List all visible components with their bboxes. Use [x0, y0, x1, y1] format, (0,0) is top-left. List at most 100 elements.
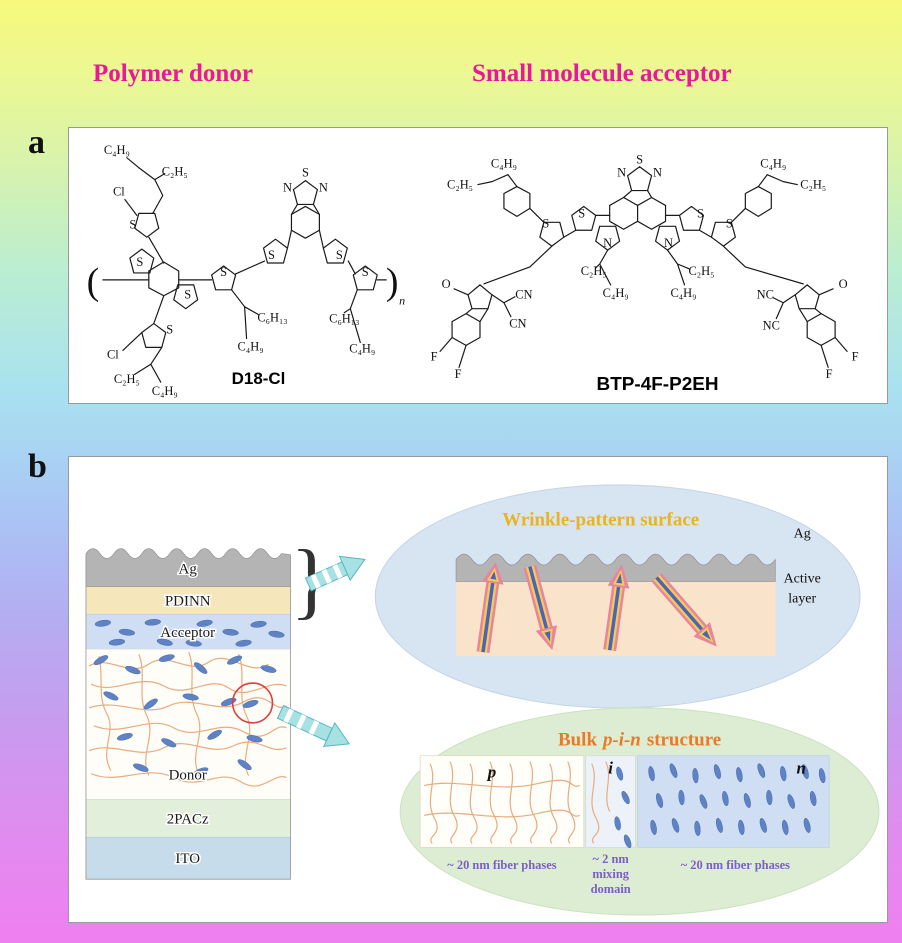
atom-label: S [268, 248, 275, 262]
highlight-circle [231, 682, 274, 724]
atom-label: C₆H₁₃ [257, 311, 287, 325]
header-polymer-donor: Polymer donor [93, 60, 253, 87]
atom-label: C₂H₅ [688, 264, 714, 278]
atom-label: O [839, 277, 848, 291]
layer-pdinn [85, 586, 291, 615]
transport-arrow-up-2 [603, 564, 630, 652]
caption-i-line2: mixing [592, 867, 629, 881]
atom-label: F [826, 367, 833, 381]
n-label: n [796, 759, 805, 778]
arrow-to-bulk [276, 704, 351, 747]
caption-i-line1: ~ 2 nm [593, 852, 630, 866]
atom-label: S [220, 265, 227, 279]
transport-arrow-up-1 [476, 562, 504, 654]
donor-molecules [93, 654, 277, 776]
transport-arrow-down-2 [651, 573, 717, 647]
atom-label: S [697, 206, 704, 220]
panel-a-label: a [28, 124, 45, 161]
layer-ito [85, 837, 291, 880]
atom-label: S [184, 288, 191, 302]
atom-label: O [442, 277, 451, 291]
btp4f-bonds [439, 174, 848, 368]
atom-label: S [129, 217, 136, 231]
wrinkle-ag-label: Ag [794, 527, 811, 542]
atom-label: F [852, 349, 859, 363]
atom-label: S [136, 255, 143, 269]
atom-label: N [603, 236, 612, 250]
device-svg: Wrinkle-pattern surface Ag Active layer [85, 484, 880, 916]
layer-donor [85, 648, 291, 800]
atom-label: NC [763, 319, 780, 333]
atom-label: C₄H₉ [603, 286, 629, 300]
header-small-molecule-acceptor: Small molecule acceptor [472, 60, 732, 87]
i-label: i [608, 759, 613, 778]
p-phase-panel [419, 755, 585, 848]
active-layer-label-line2: layer [788, 591, 816, 606]
layer-ag-label: Ag [179, 562, 198, 578]
panel-b-label: b [28, 448, 47, 485]
p-label: p [486, 763, 496, 782]
atom-label: N [617, 166, 626, 180]
layer-2pacz [85, 799, 291, 838]
caption-n-fiber-phases: ~ 20 nm fiber phases [681, 858, 790, 872]
atom-label: C₂H₅ [581, 264, 607, 278]
molecule-name-btp4f: BTP-4F-P2EH [597, 374, 719, 395]
atom-label: C₄H₉ [152, 384, 178, 398]
p-phase-fibers [423, 761, 580, 844]
atom-label: CN [509, 317, 526, 331]
wrinkle-ellipse-group: Wrinkle-pattern surface Ag Active layer [374, 484, 861, 709]
atom-label: S [578, 206, 585, 220]
atom-label: N [653, 166, 662, 180]
atom-label: C₆H₁₃ [329, 312, 359, 326]
molecule-btp4f: C₄H₉ C₂H₅ C₄H₉ C₂H₅ S N N S S N N C₂H₅ C… [431, 153, 859, 395]
panel-a-chemical-structures: ( ) C₄H₉ C₂H₅ Cl S S S S Cl C₂H₅ C₄H₉ S … [68, 127, 888, 404]
atom-label: NC [757, 288, 774, 302]
atom-label: N [664, 236, 673, 250]
molecule-name-d18cl: D18-Cl [232, 369, 286, 388]
n-phase-panel [637, 755, 830, 848]
i-phase-molecules [614, 766, 632, 849]
wrinkle-title: Wrinkle-pattern surface [502, 510, 699, 531]
atom-label: C₄H₉ [671, 286, 697, 300]
caption-p-fiber-phases: ~ 20 nm fiber phases [447, 858, 556, 872]
donor-fiber-network [88, 651, 287, 787]
repeat-unit-n: n [399, 294, 405, 308]
layer-ag [85, 548, 291, 587]
atom-label: S [166, 323, 173, 337]
atom-label: S [336, 248, 343, 262]
atom-label: C₂H₅ [162, 165, 188, 179]
n-phase-molecules [648, 763, 826, 837]
panel-b-device-morphology: Wrinkle-pattern surface Ag Active layer [68, 456, 888, 923]
atom-label: C₂H₅ [800, 178, 826, 192]
atom-label: S [542, 216, 549, 230]
atom-label: N [319, 181, 328, 195]
atom-label: C₂H₅ [447, 178, 473, 192]
molecule-d18cl: ( ) C₄H₉ C₂H₅ Cl S S S S Cl C₂H₅ C₄H₉ S … [87, 143, 406, 398]
atom-label: C₄H₉ [104, 143, 130, 157]
i-phase-fibers [591, 761, 611, 844]
atom-label: C₄H₉ [491, 157, 517, 171]
transport-arrow-down-1 [523, 564, 557, 651]
atom-label: C₂H₅ [114, 372, 140, 386]
atom-label: S [726, 216, 733, 230]
atom-label: F [455, 367, 462, 381]
d18cl-bonds [102, 157, 387, 383]
layer-donor-label: Donor [169, 768, 207, 784]
atom-label: C₄H₉ [760, 157, 786, 171]
active-layer-label-line1: Active [784, 571, 821, 586]
layer-acceptor-label: Acceptor [160, 625, 215, 641]
molecules-svg: ( ) C₄H₉ C₂H₅ Cl S S S S Cl C₂H₅ C₄H₉ S … [87, 143, 859, 398]
atom-label: S [636, 153, 643, 167]
atom-label: CN [515, 288, 532, 302]
polymer-bracket-close: ) [386, 261, 399, 303]
layer-ito-label: ITO [175, 851, 200, 867]
atom-label: C₄H₉ [349, 341, 375, 355]
atom-label: S [302, 166, 309, 180]
atom-label: C₄H₉ [238, 339, 264, 353]
atom-label: S [362, 265, 369, 279]
atom-label: Cl [107, 347, 119, 361]
atom-label: N [283, 181, 292, 195]
